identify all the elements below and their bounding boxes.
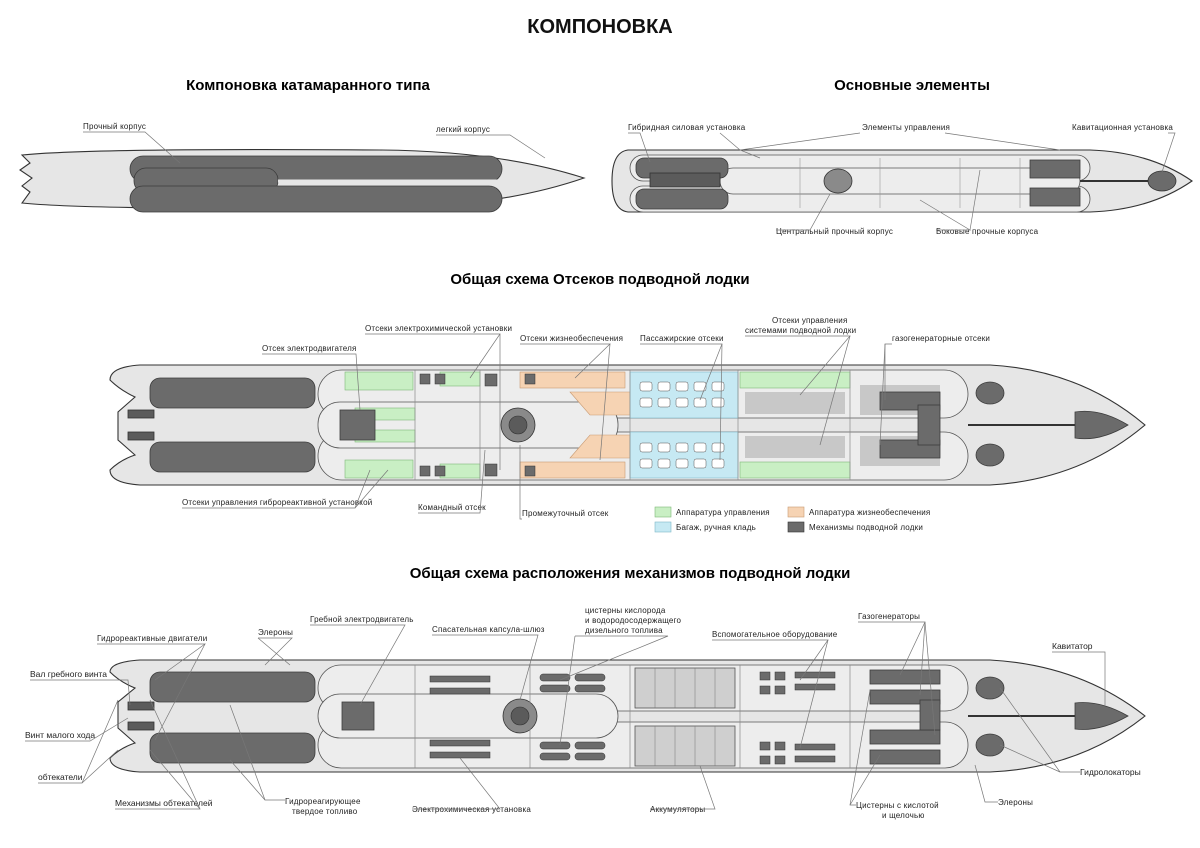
label-jet-engines: Гидрореактивные двигатели [97,634,207,643]
label-strong-hull: Прочный корпус [83,122,146,131]
compartments-title: Общая схема Отсеков подводной лодки [450,271,749,288]
legend-swatch-control [654,506,672,518]
label-jet-control: Отсеки управления гиброреактивной устано… [182,498,372,507]
legend: Аппаратура управления Аппаратура жизнеоб… [654,506,930,533]
label-gasgen-compartments: газогенераторные отсеки [892,334,990,343]
mechanisms-section: Общая схема расположения механизмов подв… [25,565,1146,820]
label-prop-shaft: Вал гребного винта [30,669,107,679]
mechanisms-title: Общая схема расположения механизмов подв… [410,565,851,582]
label-escape-capsule: Спасательная капсула-шлюз [432,625,545,634]
label-acid-tanks-2: и щелочью [882,811,925,820]
label-cavitation-unit: Кавитационная установка [1072,123,1173,132]
label-side-hulls: Боковые прочные корпуса [936,227,1039,236]
label-batteries: Аккумуляторы [650,805,705,814]
label-ailerons-top: Элероны [258,628,293,637]
label-control-systems-2: системами подводной лодки [745,326,856,335]
label-control-elements: Элементы управления [862,123,950,132]
label-solid-fuel-1: Гидрореагирующее [285,797,361,806]
catamaran-strong-hull-bottom [129,185,503,213]
catamaran-title: Компоновка катамаранного типа [186,77,430,94]
elements-section: Основные элементы Гибридная силовая уста… [611,77,1193,236]
label-life-support: Отсеки жизнеобеспечения [520,334,623,343]
label-passenger: Пассажирские отсеки [640,334,724,343]
elements-title: Основные элементы [834,77,990,94]
label-intermediate: Промежуточный отсек [522,509,609,518]
label-tanks-2: и водородосодержащего [585,616,681,625]
label-aux-equipment: Вспомогательное оборудование [712,630,838,639]
label-hybrid-power: Гибридная силовая установка [628,123,746,132]
label-fairing-mechanisms: Механизмы обтекателей [115,798,213,808]
label-prop-motor: Гребной электродвигатель [310,615,414,624]
legend-swatch-baggage [654,521,672,533]
label-command: Командный отсек [418,503,486,512]
label-electrochemical-compartments: Отсеки электрохимической установки [365,324,512,333]
compartments-section: Общая схема Отсеков подводной лодки [109,271,1146,533]
label-tanks-1: цистерны кислорода [585,606,666,615]
label-electrochemical-unit: Электрохимическая установка [412,805,531,814]
label-ailerons-bottom: Элероны [998,798,1033,807]
catamaran-section: Компоновка катамаранного типа Прочный ко… [19,77,586,213]
legend-label-control: Аппаратура управления [676,508,770,517]
label-cavitator: Кавитатор [1052,641,1093,651]
legend-swatch-life [787,506,805,518]
legend-label-baggage: Багаж, ручная кладь [676,523,756,532]
label-fairings: обтекатели [38,772,83,782]
label-slow-prop: Винт малого хода [25,730,95,740]
label-light-hull: легкий корпус [436,125,490,134]
label-acid-tanks-1: Цистерны с кислотой [856,801,939,810]
label-sonars: Гидролокаторы [1080,767,1141,777]
label-solid-fuel-2: твердое топливо [292,807,358,816]
main-title: КОМПОНОВКА [527,16,672,38]
legend-label-mechanisms: Механизмы подводной лодки [809,523,923,532]
legend-swatch-mechanisms [787,521,805,533]
label-central-hull: Центральный прочный корпус [776,227,893,236]
label-tanks-3: дизельного топлива [585,626,663,635]
label-gas-generators: Газогенераторы [858,612,920,621]
legend-label-life: Аппаратура жизнеобеспечения [809,508,930,517]
label-control-systems-1: Отсеки управления [772,316,847,325]
label-motor-compartment: Отсек электродвигателя [262,344,357,353]
